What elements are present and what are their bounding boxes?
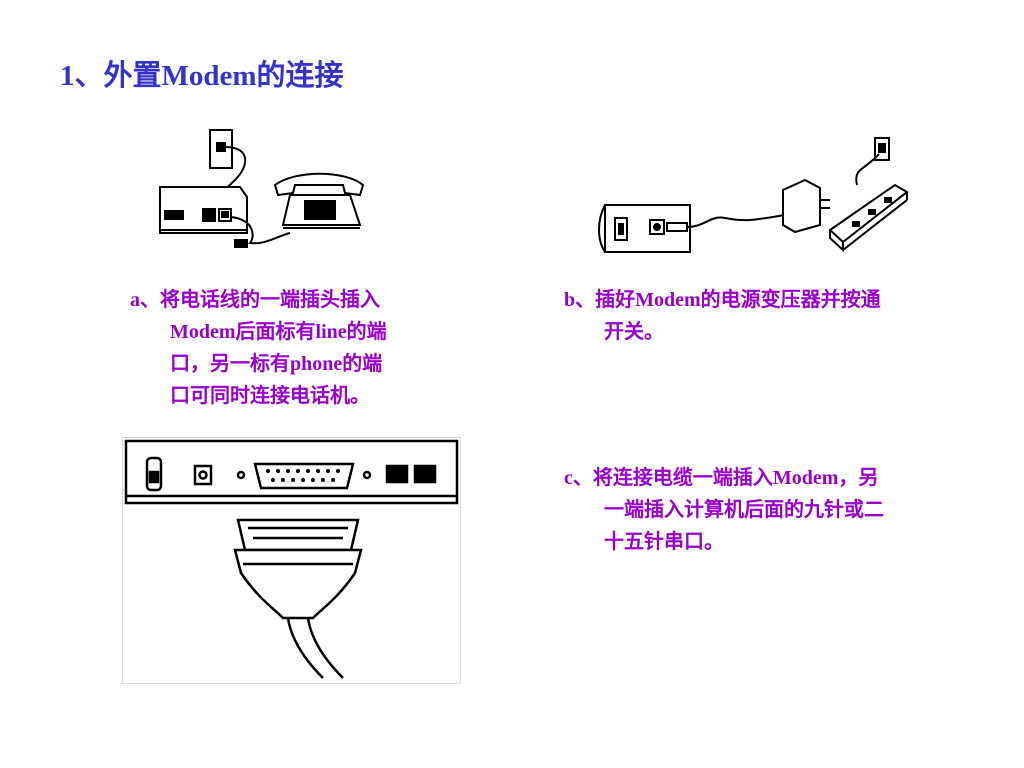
caption-b-line-1: b、插好Modem的电源变压器并按通 <box>564 289 881 311</box>
caption-a: a、将电话线的一端插头插入 Modem后面标有line的端 口，另一标有phon… <box>130 284 387 412</box>
caption-c-line-3: 十五针串口。 <box>604 531 724 553</box>
caption-c-line-2: 一端插入计算机后面的九针或二 <box>604 499 884 521</box>
caption-b-line-2: 开关。 <box>604 321 664 343</box>
caption-a-line-4: 口可同时连接电话机。 <box>170 385 370 407</box>
caption-c: c、将连接电缆一端插入Modem，另 一端插入计算机后面的九针或二 十五针串口。 <box>564 462 884 558</box>
caption-a-line-1: a、将电话线的一端插头插入 <box>130 289 380 311</box>
slide-title: 1、外置Modem的连接 <box>60 60 344 92</box>
caption-b: b、插好Modem的电源变压器并按通 开关。 <box>564 284 881 348</box>
caption-c-line-1: c、将连接电缆一端插入Modem，另 <box>564 467 879 489</box>
modem-power-adapter-illustration <box>598 137 909 253</box>
caption-a-line-3: 口，另一标有phone的端 <box>170 353 383 375</box>
caption-a-line-2: Modem后面标有line的端 <box>170 321 387 343</box>
modem-serial-cable-illustration <box>122 437 461 684</box>
modem-phone-line-illustration <box>159 129 365 248</box>
